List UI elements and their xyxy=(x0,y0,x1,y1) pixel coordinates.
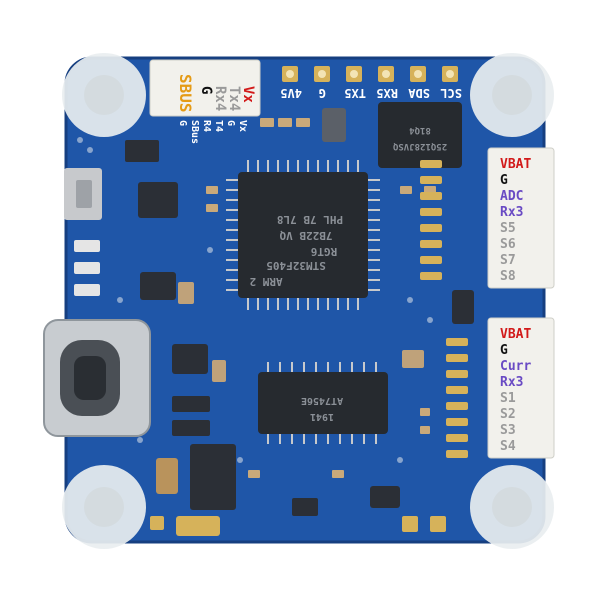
rc-bottom-label-8: S4 xyxy=(500,439,516,454)
bottom-pads xyxy=(150,516,446,536)
sbus-pin-rx4: Rx4 xyxy=(212,86,228,111)
flash-text-1: 81Q4 xyxy=(409,125,431,135)
pad-label-rx5: RX5 xyxy=(376,86,398,100)
smd-components xyxy=(125,108,474,516)
sbus-small-label-1: G xyxy=(177,120,188,126)
sbus-small-label-5: G xyxy=(225,120,236,126)
pad-label-g: G xyxy=(319,86,326,100)
sbus-pin-g: G xyxy=(198,86,214,94)
rc-top-label-5: S5 xyxy=(500,221,516,236)
pad-label-sda: SDA xyxy=(408,86,430,100)
top-solder-pads xyxy=(282,66,458,82)
rc-bottom-label-7: S3 xyxy=(500,423,516,438)
sbus-pin-tx4: Tx4 xyxy=(226,86,242,111)
pad-label-4v5: 4V5 xyxy=(280,86,302,100)
rc-top-label-7: S7 xyxy=(500,253,516,268)
osd-text-2: 1941 xyxy=(310,411,334,422)
usb-c-port xyxy=(43,319,151,437)
mount-grommets xyxy=(62,53,554,549)
sbus-pin-labels: G SBus R4 T4 G Vx xyxy=(177,120,248,144)
mcu-text-3: ARM 2 xyxy=(249,275,282,288)
rc-top-label-8: S8 xyxy=(500,269,516,284)
rc-bottom-label-4: Rx3 xyxy=(500,375,523,390)
rc-bottom-label-6: S2 xyxy=(500,407,516,422)
sbus-pin-vx: Vx xyxy=(240,86,256,103)
sbus-small-label-6: Vx xyxy=(237,120,248,132)
right-connector-top: VBAT G ADC Rx3 S5 S6 S7 S8 xyxy=(487,147,555,289)
pad-label-scl: SCL xyxy=(440,86,462,100)
rc-bottom-label-5: S1 xyxy=(500,391,516,406)
mcu-text-2: RGT6 xyxy=(310,245,337,258)
rc-top-label-4: Rx3 xyxy=(500,205,523,220)
sbus-connector: SBUS Vx Tx4 Rx4 G xyxy=(149,59,261,117)
sbus-label: SBUS xyxy=(176,74,195,113)
rc-top-label-3: ADC xyxy=(500,189,523,204)
top-pad-labels: 4V5 G TX5 RX5 SDA SCL xyxy=(280,86,462,100)
sbus-small-label-3: R4 xyxy=(201,120,212,132)
sbus-small-label-4: T4 xyxy=(213,120,224,132)
sbus-small-label-2: SBus xyxy=(189,120,200,144)
mcu-text-4: 7B22B VQ xyxy=(279,229,332,242)
rc-top-label-2: G xyxy=(500,173,508,188)
boot-button xyxy=(64,168,102,220)
leds xyxy=(74,240,100,296)
pad-label-tx5: TX5 xyxy=(344,86,366,100)
rc-top-label-6: S6 xyxy=(500,237,516,252)
osd-text-1: AT7456E xyxy=(301,395,343,406)
mcu-chip: STM32F405 RGT6 ARM 2 7B22B VQ PHL 7B 7L8 xyxy=(226,160,380,310)
passive-components xyxy=(156,118,436,494)
rc-top-label-1: VBAT xyxy=(500,157,531,172)
right-pad-rows xyxy=(420,160,468,458)
flash-chip: 81Q4 25Q128JVSQ xyxy=(378,102,462,168)
right-connector-bottom: VBAT G Curr Rx3 S1 S2 S3 S4 xyxy=(487,317,555,459)
mcu-text-1: STM32F405 xyxy=(266,259,326,272)
rc-bottom-label-3: Curr xyxy=(500,359,531,374)
rc-bottom-label-1: VBAT xyxy=(500,327,531,342)
mcu-text-5: PHL 7B 7L8 xyxy=(277,213,343,226)
osd-chip: AT7456E 1941 xyxy=(258,362,388,444)
rc-bottom-label-2: G xyxy=(500,343,508,358)
flash-text-2: 25Q128JVSQ xyxy=(392,141,447,151)
vias xyxy=(77,137,433,463)
